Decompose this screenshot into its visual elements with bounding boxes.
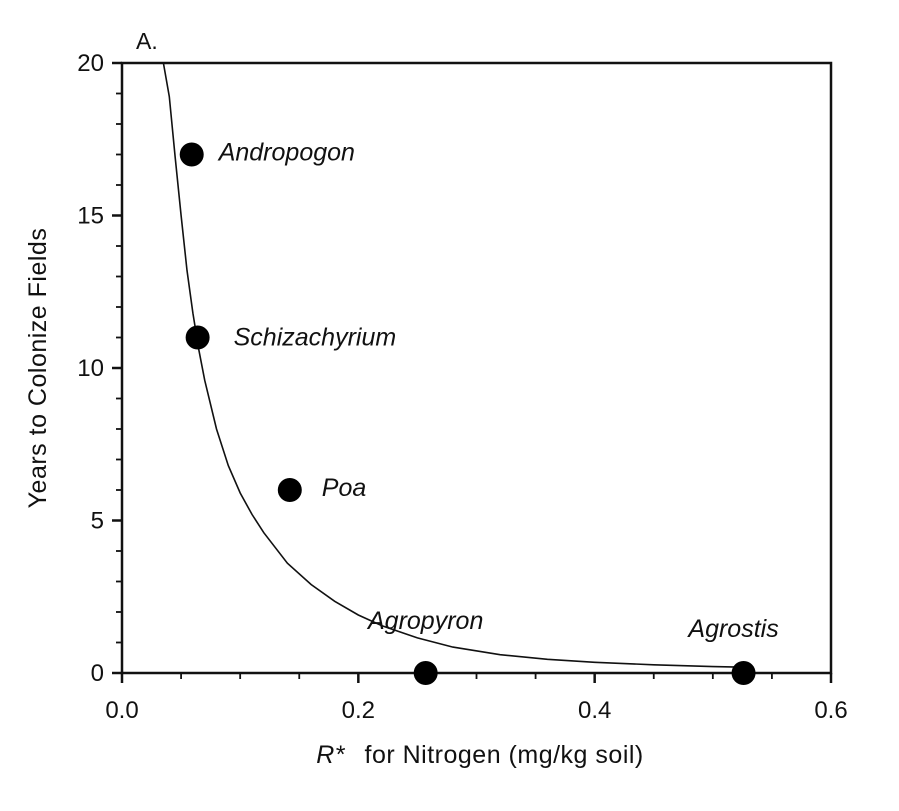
point-label: Schizachyrium xyxy=(234,324,397,352)
x-tick-label: 0.2 xyxy=(342,697,375,724)
x-axis-label-rest: for Nitrogen (mg/kg soil) xyxy=(365,741,644,769)
y-tick-label: 5 xyxy=(91,508,104,535)
x-axis-label-variable: R* xyxy=(316,741,346,769)
fit-curve xyxy=(162,62,744,668)
panel-label: A. xyxy=(136,28,158,54)
y-tick-label: 10 xyxy=(77,355,104,382)
point-label: Agropyron xyxy=(366,607,483,635)
data-point xyxy=(277,478,302,502)
point-label: Andropogon xyxy=(217,139,355,167)
data-point xyxy=(185,325,210,350)
point-label: Poa xyxy=(322,474,367,502)
point-label: Agrostis xyxy=(686,615,778,643)
x-axis: 0.0 0.2 0.4 0.6 xyxy=(105,673,848,724)
y-tick-label: 0 xyxy=(91,660,104,687)
x-axis-label: R* for Nitrogen (mg/kg soil) xyxy=(316,741,644,769)
x-tick-label: 0.6 xyxy=(814,697,847,724)
data-point xyxy=(731,661,756,685)
y-tick-label: 15 xyxy=(77,203,104,230)
y-tick-label: 20 xyxy=(77,50,104,77)
data-point xyxy=(179,142,204,167)
y-axis: 0 5 10 15 20 xyxy=(77,50,122,687)
x-tick-label: 0.0 xyxy=(105,697,138,724)
data-point xyxy=(413,661,438,685)
x-tick-label: 0.4 xyxy=(578,697,611,724)
y-axis-label: Years to Colonize Fields xyxy=(24,228,52,509)
